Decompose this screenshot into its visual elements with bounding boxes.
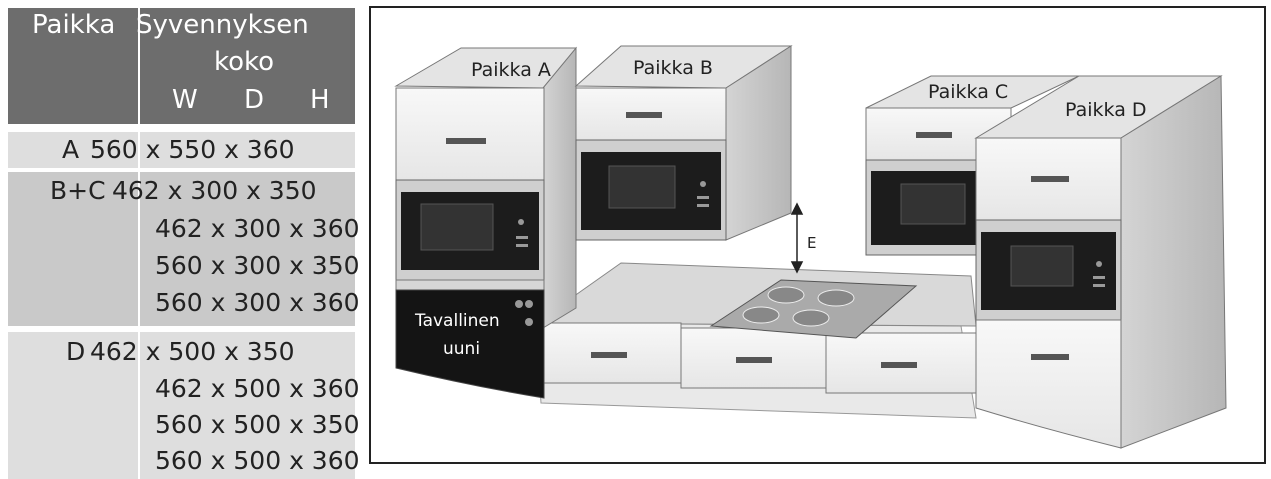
header-place-cell — [8, 8, 138, 124]
hob — [709, 279, 918, 339]
kitchen-diagram: Paikka A Paikka B Paikka C Paikka D E Ta… — [369, 6, 1266, 464]
column-d — [974, 75, 1227, 449]
row-bc-place: B+C — [50, 176, 106, 205]
row-bc-size-cell — [140, 172, 355, 326]
row-a-place: A — [62, 135, 80, 164]
row-d-place-cell — [8, 332, 138, 479]
row-bc-size-4: 560 x 300 x 360 — [155, 288, 360, 317]
header-place: Paikka — [32, 10, 116, 40]
header-h: H — [310, 85, 330, 115]
e-dimension — [790, 202, 804, 274]
label-e: E — [807, 234, 816, 252]
column-b — [574, 45, 793, 241]
row-d-size-1: 462 x 500 x 350 — [90, 337, 295, 366]
row-a-place-cell — [8, 132, 138, 168]
label-paikka-d: Paikka D — [1065, 99, 1147, 121]
row-bc-size-2: 462 x 300 x 360 — [155, 214, 360, 243]
label-oven-line2: uuni — [443, 339, 480, 359]
label-paikka-c: Paikka C — [928, 81, 1008, 103]
label-paikka-b: Paikka B — [633, 57, 713, 79]
row-a-size-cell — [140, 132, 355, 168]
header-w: W — [172, 85, 198, 115]
header-size-line1: Syvennyksen — [136, 10, 309, 40]
row-a-size: 560 x 550 x 360 — [90, 135, 295, 164]
header-size-cell — [140, 8, 355, 124]
base-drawers — [535, 322, 977, 394]
kitchen-illustration: Paikka A Paikka B Paikka C Paikka D E Ta… — [394, 45, 1227, 449]
header-d: D — [244, 85, 265, 115]
header-size-line2: koko — [214, 47, 275, 77]
label-paikka-a: Paikka A — [471, 59, 551, 81]
row-d-size-cell — [140, 332, 355, 479]
row-d-size-4: 560 x 500 x 360 — [155, 446, 360, 475]
row-d-size-2: 462 x 500 x 360 — [155, 374, 360, 403]
recess-size-table: Paikka Syvennyksen koko W D H A 560 x 55… — [0, 0, 360, 479]
row-d-size-3: 560 x 500 x 350 — [155, 410, 360, 439]
column-a — [394, 46, 577, 399]
row-bc-place-cell — [8, 172, 138, 326]
label-oven-line1: Tavallinen — [414, 311, 500, 331]
row-bc-size-1: 462 x 300 x 350 — [112, 176, 317, 205]
row-bc-size-3: 560 x 300 x 350 — [155, 251, 360, 280]
row-d-place: D — [66, 337, 86, 366]
